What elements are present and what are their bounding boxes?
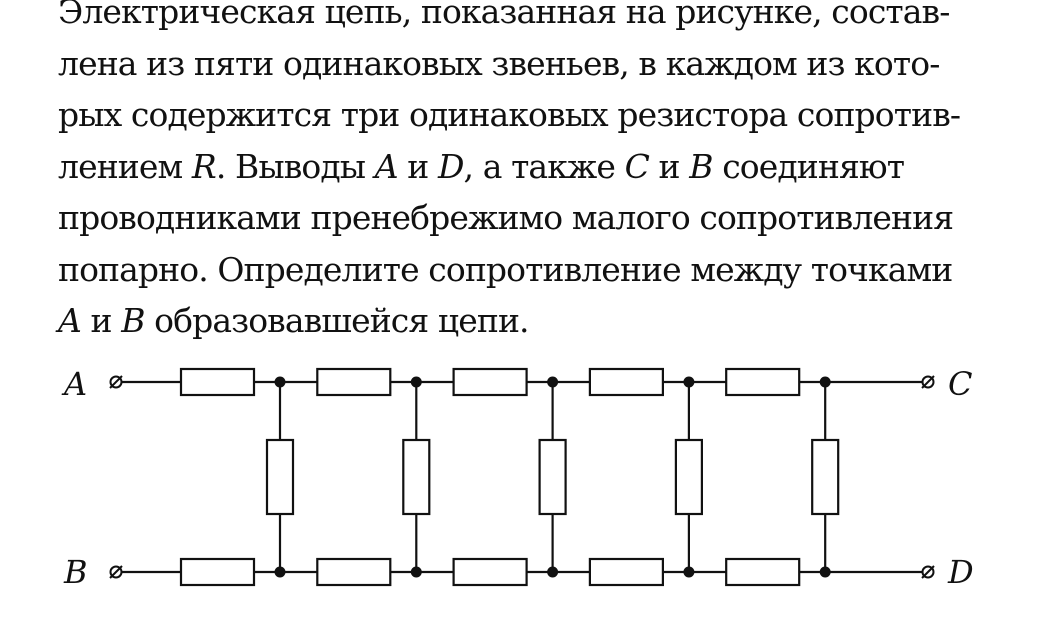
symbol-R: R xyxy=(191,146,217,186)
resistor-top-2 xyxy=(316,367,392,397)
symbol-A: A xyxy=(58,301,82,340)
junction-top-3 xyxy=(547,376,559,388)
text-seg: Электрическая цепь, показанная на рисунк… xyxy=(58,0,950,31)
junction-bottom-5 xyxy=(819,566,831,578)
symbol-B: B xyxy=(121,301,145,340)
text-line-5: проводниками пренебрежимо малого сопроти… xyxy=(58,192,1008,244)
terminal-d-icon xyxy=(921,565,935,579)
symbol-B: B xyxy=(689,146,713,186)
resistor-rung-4 xyxy=(674,438,704,516)
terminal-b-icon xyxy=(109,565,123,579)
resistor-bottom-1 xyxy=(179,557,256,587)
terminal-a-icon xyxy=(109,375,123,389)
text-line-3: рых содержится три одинаковых резистора … xyxy=(58,89,1008,141)
text-line-7: A и B образовавшейся цепи. xyxy=(58,295,1008,347)
text-seg: и xyxy=(80,301,122,340)
text-seg: лением xyxy=(58,146,192,186)
text-seg: соединяют xyxy=(712,146,905,186)
terminal-label-a: A xyxy=(61,365,87,403)
text-seg: и xyxy=(648,146,690,186)
resistor-top-4 xyxy=(588,367,665,397)
resistor-rung-3 xyxy=(538,438,567,516)
text-line-4: лением R. Выводы A и D, а также C и B со… xyxy=(58,141,1008,193)
resistor-rung-1 xyxy=(265,438,295,516)
terminal-c-icon xyxy=(921,375,935,389)
junction-top-2 xyxy=(410,376,422,388)
text-seg: лена из пяти одинаковых звеньев, в каждо… xyxy=(58,43,940,83)
symbol-C: C xyxy=(624,146,650,186)
resistor-rung-5 xyxy=(811,438,840,516)
junction-top-4 xyxy=(683,376,695,388)
text-seg: проводниками пренебрежимо малого сопроти… xyxy=(58,198,954,237)
text-seg: рых содержится три одинаковых резистора … xyxy=(58,95,961,134)
text-seg: , а также xyxy=(463,146,625,186)
junction-bottom-3 xyxy=(547,566,559,578)
junction-top-5 xyxy=(819,376,831,388)
junction-bottom-1 xyxy=(274,566,286,578)
resistor-bottom-5 xyxy=(725,557,801,587)
junction-bottom-2 xyxy=(410,566,422,578)
circuit-group xyxy=(109,367,935,587)
text-seg: и xyxy=(397,146,438,186)
junction-bottom-4 xyxy=(683,566,695,578)
terminal-label-d: D xyxy=(947,553,974,591)
text-seg: . Выводы xyxy=(215,146,375,186)
problem-statement: Электрическая цепь, показанная на рисунк… xyxy=(58,0,1008,347)
text-seg: образовавшейся цепи. xyxy=(144,301,529,340)
resistor-rung-2 xyxy=(402,438,431,516)
text-seg: попарно. Определите сопротивление между … xyxy=(58,249,953,289)
resistor-top-1 xyxy=(179,367,256,397)
resistor-bottom-3 xyxy=(452,557,528,587)
symbol-A: A xyxy=(374,146,399,186)
resistor-bottom-2 xyxy=(316,557,392,587)
terminal-label-c: C xyxy=(948,365,972,403)
junction-top-1 xyxy=(274,376,286,388)
symbol-D: D xyxy=(437,146,464,186)
terminal-label-b: B xyxy=(63,553,88,591)
text-line-1: Электрическая цепь, показанная на рисунк… xyxy=(58,0,1008,38)
text-line-6: попарно. Определите сопротивление между … xyxy=(58,244,1008,296)
resistor-top-3 xyxy=(452,367,528,397)
resistor-bottom-4 xyxy=(588,557,665,587)
text-line-2: лена из пяти одинаковых звеньев, в каждо… xyxy=(58,38,1008,90)
resistor-top-5 xyxy=(725,367,801,397)
